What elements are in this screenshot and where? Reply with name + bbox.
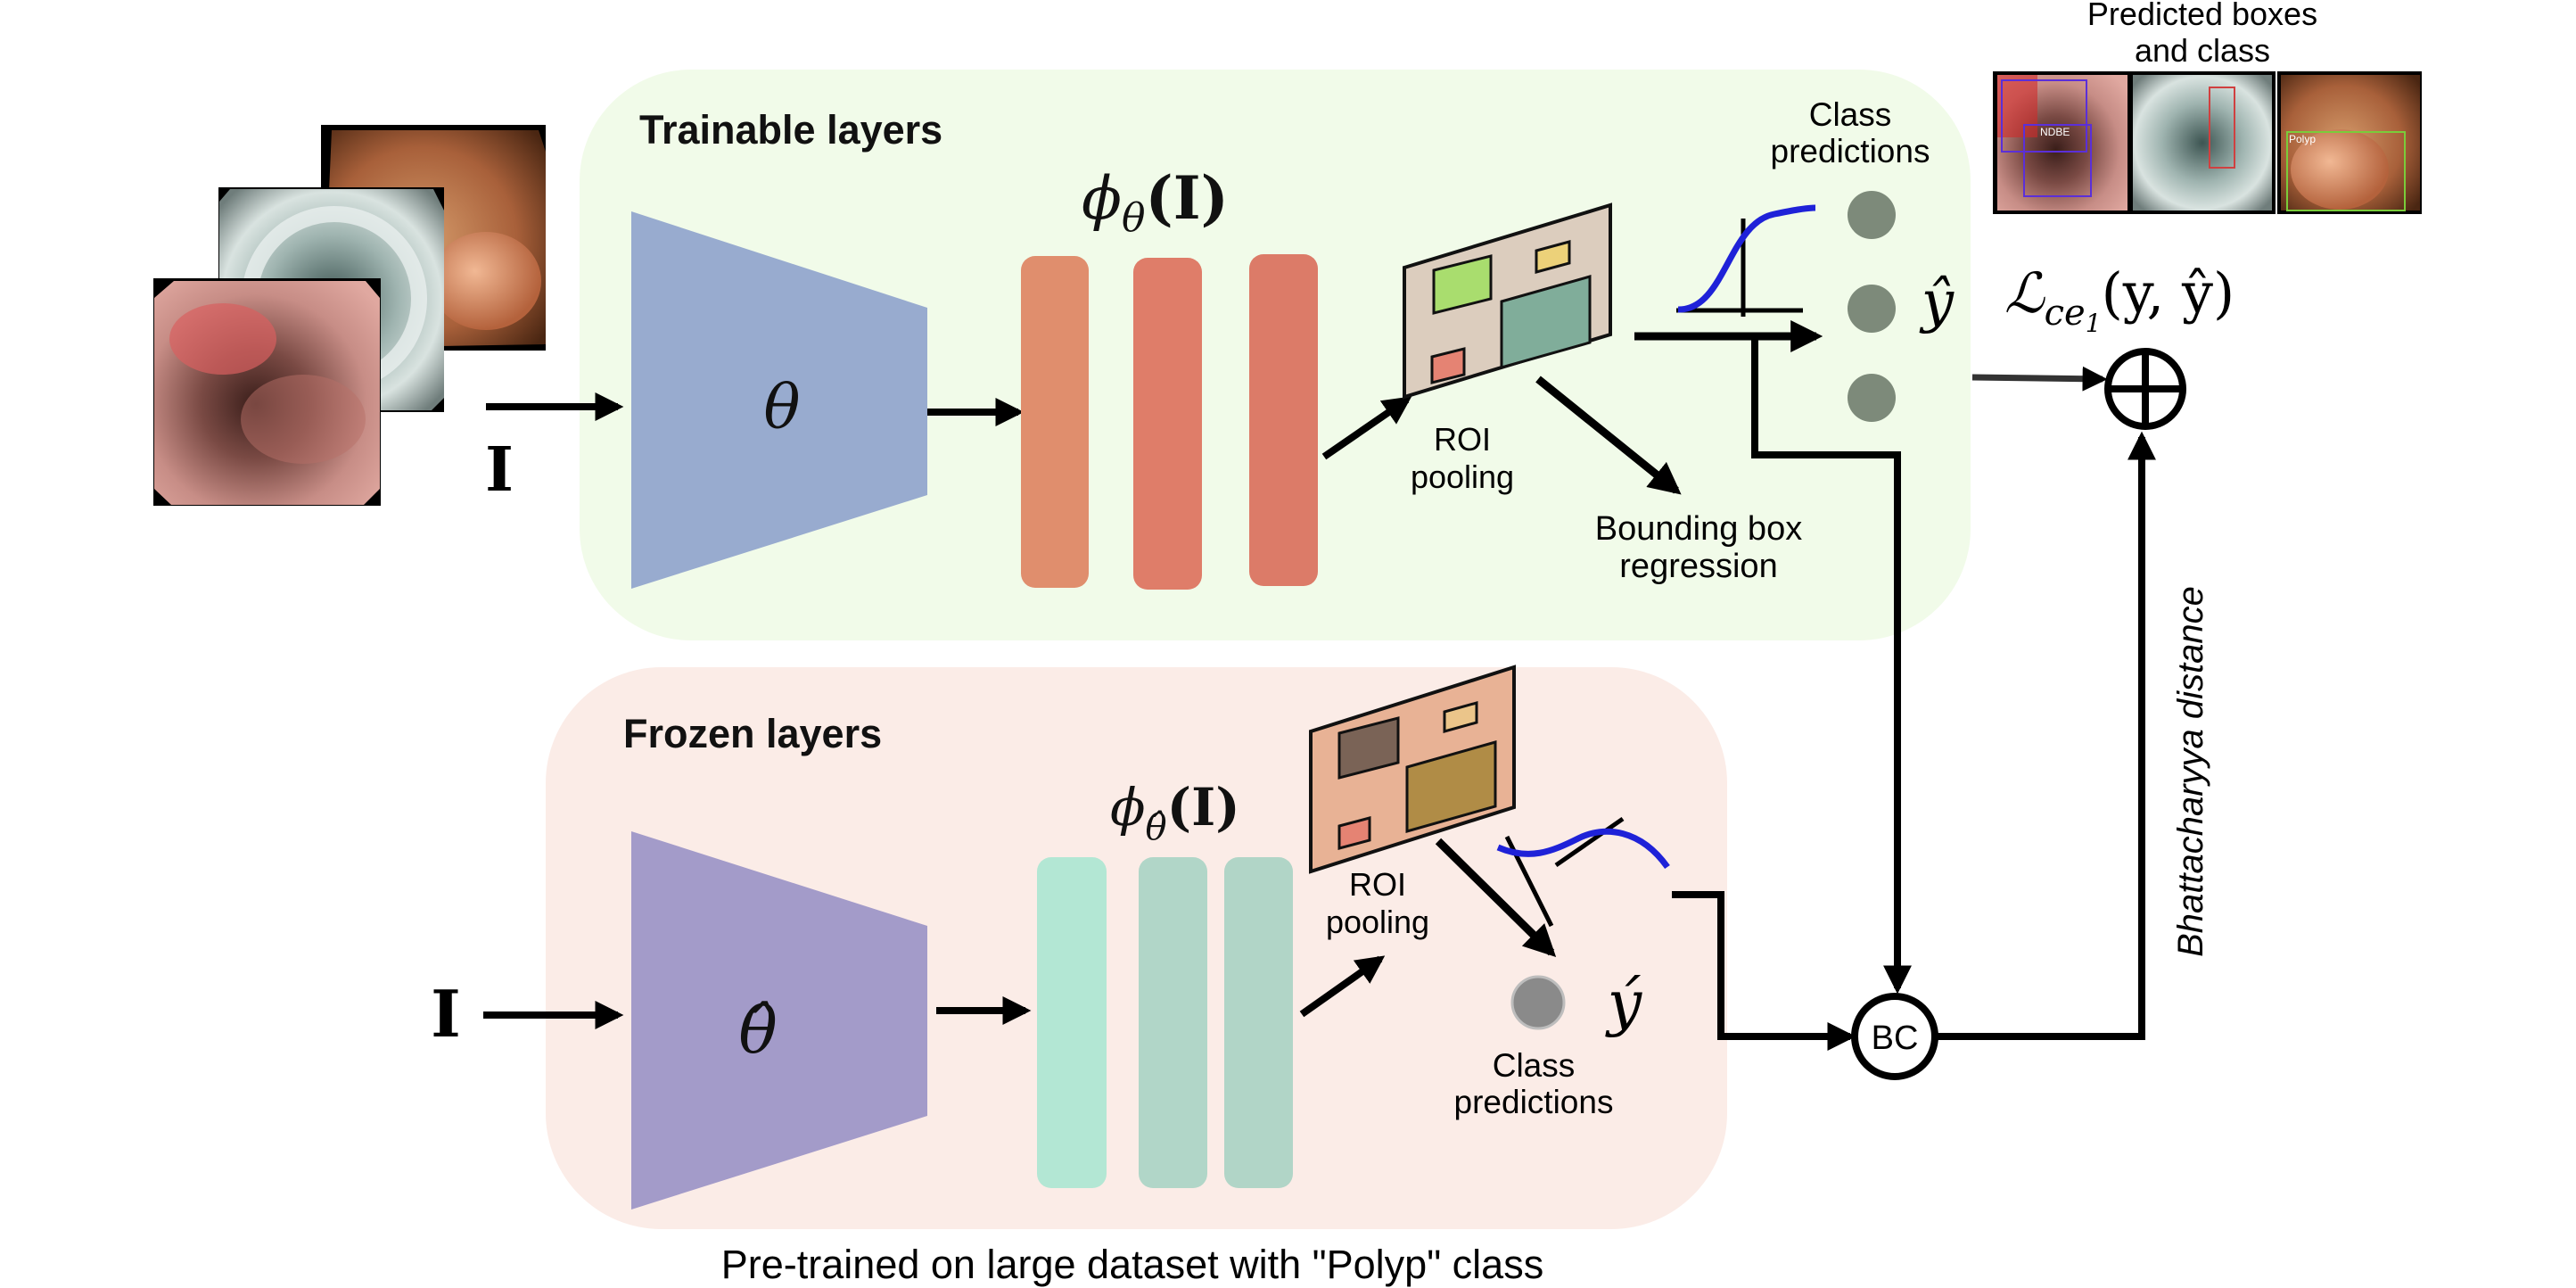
bhattacharyya-distance-label: Bhattacharyya distance <box>2171 586 2210 957</box>
bbox-regression-label-line2: regression <box>1619 548 1777 585</box>
trainable-encoder-label: θ <box>764 373 801 443</box>
trainable-feature-map-3 <box>1249 254 1318 586</box>
bbox-regression-arrow <box>1535 376 1682 495</box>
frozen-roi-label-line2: pooling <box>1326 904 1429 940</box>
trainable-roi-label-line1: ROI <box>1434 421 1491 458</box>
output-to-loss-arrow <box>1971 366 2108 392</box>
predicted-thumbnail-3: Polyp <box>2277 71 2422 214</box>
predicted-thumbnail-1: NDBE <box>1993 71 2128 214</box>
bottom-caption: Pre-trained on large dataset with "Polyp… <box>721 1242 1543 1287</box>
input-endoscopy-images <box>153 125 546 506</box>
features-to-roi-arrow-top <box>1321 396 1412 460</box>
trainable-class-node-2 <box>1848 285 1896 333</box>
trainable-roi-label-line2: pooling <box>1411 458 1514 495</box>
frozen-roi-label-line1: ROI <box>1349 866 1406 903</box>
bbox-regression-label-line1: Bounding box <box>1595 510 1802 548</box>
bc-label: BC <box>1872 1020 1919 1057</box>
trainable-encoder <box>631 211 927 589</box>
trainable-roi-pooling <box>1403 202 1612 400</box>
predicted-label-line2: and class <box>2135 32 2270 69</box>
trainable-class-node-3 <box>1848 374 1896 422</box>
trainable-class-node-1 <box>1848 191 1896 239</box>
frozen-class-node <box>1510 975 1566 1030</box>
predicted-label-line1: Predicted boxes <box>2087 0 2317 32</box>
trainable-layers-title: Trainable layers <box>639 107 942 153</box>
frozen-roi-pooling <box>1309 665 1516 874</box>
frozen-feature-map-3 <box>1224 857 1293 1188</box>
trainable-feature-map-1 <box>1021 256 1089 588</box>
sum-node <box>2104 348 2186 430</box>
predicted-thumbnail-3-tag: Polyp <box>2289 133 2316 145</box>
frozen-layers-title: Frozen layers <box>623 711 882 756</box>
frozen-class-pred-line1: Class <box>1493 1047 1576 1084</box>
loss-label: ℒce1(y, ŷ) <box>2004 260 2234 338</box>
trainable-feature-label: ϕθ(I) <box>1082 163 1229 241</box>
frozen-feature-map-1 <box>1037 857 1107 1188</box>
bc-to-sum-path <box>1935 431 2156 1040</box>
trainable-output-label: ŷ <box>1919 269 1955 335</box>
frozen-output-label: ý <box>1605 969 1643 1039</box>
features-to-roi-arrow-bottom <box>1299 955 1386 1018</box>
trainable-class-pred-line2: predictions <box>1771 133 1930 169</box>
trainable-feature-map-2 <box>1133 258 1202 590</box>
frozen-to-bc-path <box>1672 891 1856 1051</box>
frozen-feature-map-2 <box>1139 857 1207 1188</box>
predicted-thumbnail-1-tag: NDBE <box>2040 126 2070 138</box>
frozen-input-label: I <box>431 976 461 1052</box>
predicted-thumbnail-2 <box>2128 71 2276 214</box>
frozen-encoder-label: θ̂ <box>738 993 777 1068</box>
trainable-sigmoid-icon <box>1676 204 1816 317</box>
trainable-class-pred-line1: Class <box>1809 96 1892 133</box>
frozen-feature-label: ϕθ̂(I) <box>1110 777 1240 848</box>
trainable-input-label: I <box>485 434 514 506</box>
roi-to-class-arrow-bottom <box>1435 838 1557 958</box>
frozen-class-pred-line2: predictions <box>1454 1084 1614 1120</box>
frozen-encoder <box>631 831 927 1210</box>
frozen-sigmoid-icon <box>1496 816 1670 928</box>
trainable-to-bc-path <box>1751 339 1912 995</box>
